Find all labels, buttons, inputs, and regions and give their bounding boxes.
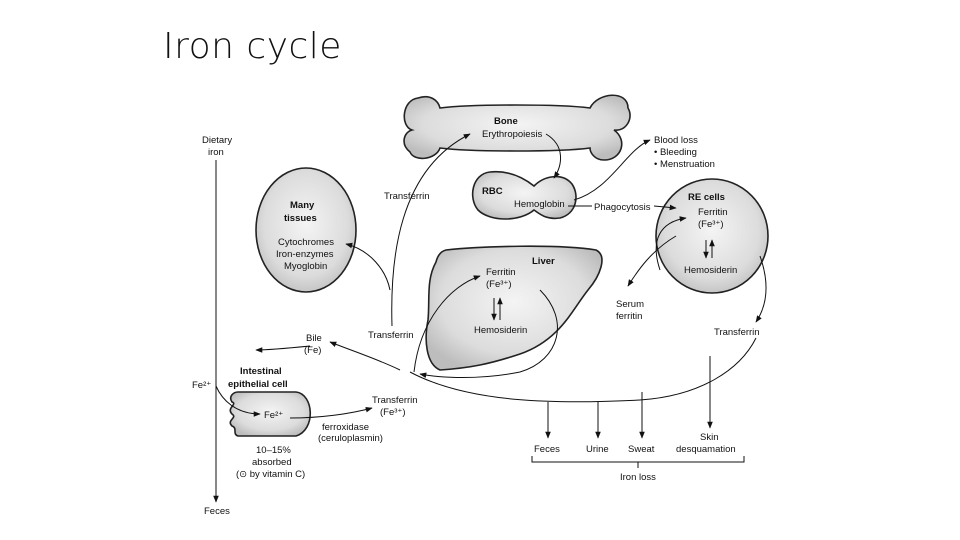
bone-shape — [403, 94, 631, 161]
skin-label: Skin — [700, 432, 718, 443]
slide-title: Iron cycle — [163, 26, 342, 67]
re-cells-label: RE cells — [688, 192, 725, 203]
iron-loss-label: Iron loss — [620, 472, 656, 483]
tissue-item-iron-enzymes: Iron-enzymes — [276, 249, 334, 260]
bone-label: Bone — [494, 116, 518, 127]
transferrin-lower-fe3-label: (Fe³⁺) — [380, 407, 406, 418]
transferrin-lower-label: Transferrin — [372, 395, 418, 406]
feces-bottom-label: Feces — [204, 506, 230, 517]
loss-feces-label: Feces — [534, 444, 560, 455]
rbc-label: RBC — [482, 186, 503, 197]
bile-label: Bile — [306, 333, 322, 344]
re-to-transferrin-arrow — [755, 255, 767, 323]
transferrin-mid-label: Transferrin — [368, 330, 414, 341]
transferrin-upper-label: Transferrin — [384, 191, 430, 202]
serum-ferritin-label: Serum — [616, 299, 644, 310]
fe2-uptake-arrow — [215, 385, 261, 417]
liver-shape — [425, 245, 603, 371]
ferroxidase-label: ferroxidase — [322, 422, 369, 433]
re-to-serum-ferritin-arrow — [627, 235, 677, 287]
hemoglobin-label: Hemoglobin — [514, 199, 565, 210]
bile-fe-label: (Fe) — [304, 345, 321, 356]
liver-inflow-arrow — [413, 275, 481, 373]
phagocytosis-arrow — [653, 204, 677, 211]
transferrin-right-label: Transferrin — [714, 327, 760, 338]
many-tissues-shape — [255, 167, 357, 293]
bone-to-rbc-arrow — [545, 133, 561, 179]
many-tissues-label-2: tissues — [284, 213, 317, 224]
bleeding-label: • Bleeding — [654, 147, 697, 158]
loss-urine-label: Urine — [586, 444, 609, 455]
liver-to-bile-arrow — [329, 341, 401, 371]
rbc-shape — [471, 170, 577, 220]
erythropoiesis-label: Erythropoiesis — [482, 129, 542, 140]
dietary-iron-label: Dietary — [202, 135, 232, 146]
re-fe3-label: (Fe³⁺) — [698, 219, 724, 230]
tissue-item-cytochromes: Cytochromes — [278, 237, 334, 248]
cell-to-transferrin-arrow — [289, 406, 373, 419]
fe2-cell-label: Fe²⁺ — [264, 410, 283, 421]
transferrin-main-loop — [409, 337, 757, 403]
menstruation-label: • Menstruation — [654, 159, 715, 170]
transferrin-to-tissues-arrow — [345, 242, 391, 291]
re-ferritin-label: Ferritin — [698, 207, 728, 218]
intestinal-cell-label-2: epithelial cell — [228, 379, 288, 390]
vitamin-c-label: (⊙ by vitamin C) — [236, 469, 305, 480]
liver-ferritin-label: Ferritin — [486, 267, 516, 278]
dietary-iron-label-2: iron — [208, 147, 224, 158]
iron-loss-bracket — [531, 456, 745, 468]
liver-label: Liver — [532, 256, 555, 267]
absorbed-percent-label: 10–15% — [256, 445, 291, 456]
re-cells-shape — [655, 178, 769, 294]
fe2-input-label: Fe²⁺ — [192, 380, 211, 391]
intestinal-cell-label: Intestinal — [240, 366, 282, 377]
re-hemosiderin-label: Hemosiderin — [684, 265, 737, 276]
many-tissues-label: Many — [290, 200, 315, 211]
blood-loss-label: Blood loss — [654, 135, 698, 146]
liver-loop-arrow — [419, 289, 558, 378]
intestinal-cell-shape — [229, 391, 311, 437]
tissue-item-myoglobin: Myoglobin — [284, 261, 327, 272]
rbc-to-bloodloss-arrow — [573, 139, 651, 201]
serum-ferritin-label-2: ferritin — [616, 311, 642, 322]
transferrin-to-bone-arrow — [391, 133, 471, 327]
re-internal-arrow — [655, 216, 687, 271]
absorbed-label: absorbed — [252, 457, 292, 468]
phagocytosis-label: Phagocytosis — [594, 202, 651, 213]
ceruloplasmin-label: (ceruloplasmin) — [318, 433, 383, 444]
desquamation-label: desquamation — [676, 444, 736, 455]
bile-arrow — [255, 345, 311, 353]
liver-hemosiderin-label: Hemosiderin — [474, 325, 527, 336]
liver-fe3-label: (Fe³⁺) — [486, 279, 512, 290]
loss-sweat-label: Sweat — [628, 444, 655, 455]
